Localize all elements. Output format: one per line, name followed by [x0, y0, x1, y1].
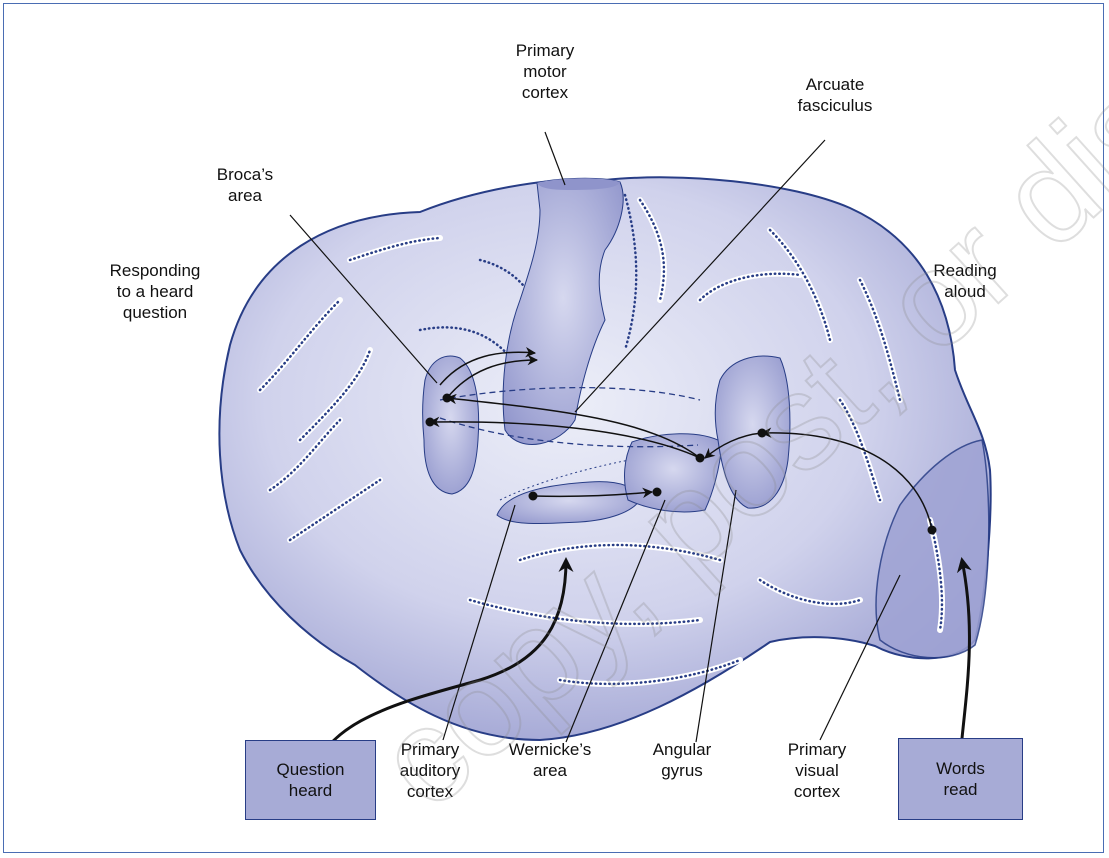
label-arcuate-fasciculus: Arcuate fasciculus [780, 74, 890, 116]
label-brocas-area: Broca’s area [205, 164, 285, 206]
label-wernickes-area: Wernicke’s area [490, 739, 610, 781]
label-responding: Responding to a heard question [90, 260, 220, 323]
box-words-read: Words read [898, 738, 1023, 820]
brain-outline [219, 177, 990, 740]
label-angular-gyrus: Angular gyrus [632, 739, 732, 781]
label-primary-motor-cortex: Primary motor cortex [495, 40, 595, 103]
label-reading-aloud: Reading aloud [915, 260, 1015, 302]
box-question-heard: Question heard [245, 740, 376, 820]
label-primary-visual-cortex: Primary visual cortex [772, 739, 862, 802]
wernickes-area-region [625, 434, 722, 512]
label-primary-auditory-cortex: Primary auditory cortex [385, 739, 475, 802]
leader-primary-motor [545, 132, 565, 185]
